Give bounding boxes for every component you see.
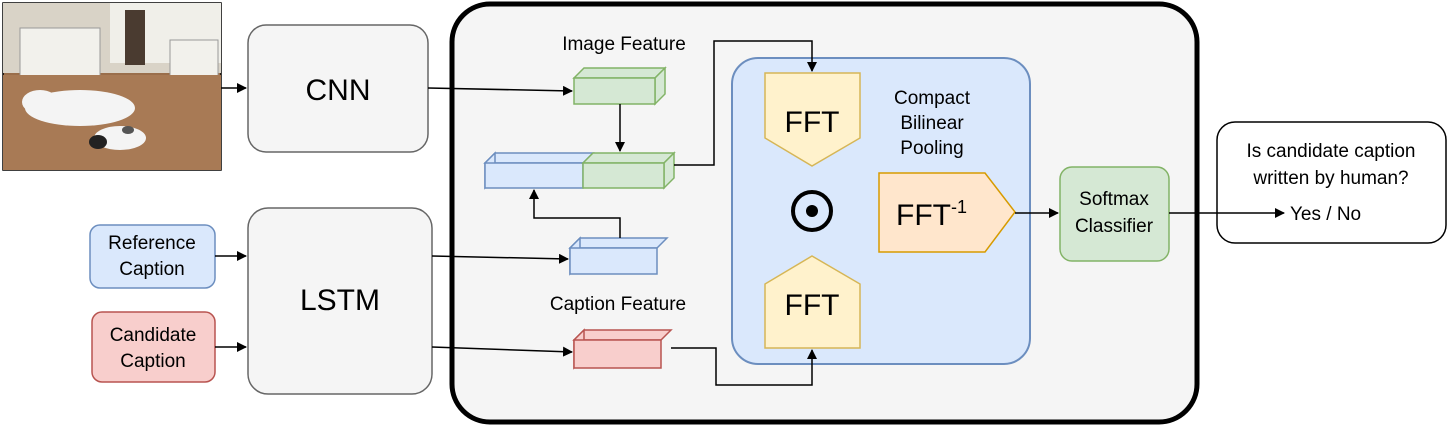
concat-green-vector [581,151,676,190]
reference-caption-line2: Caption [119,259,185,280]
output-question-box: Is candidate caption written by human? Y… [1216,121,1447,244]
arrow-caption-to-fft-bottom [671,347,817,386]
question-line1: Is candidate caption [1246,141,1415,162]
candidate-caption-line1: Candidate [110,325,197,346]
caption-feature-vector [572,328,673,370]
candidate-caption-line2: Caption [120,351,186,372]
cnn-label: CNN [306,74,371,107]
elementwise-product-icon [791,190,833,232]
concat-blue-vector [483,151,595,190]
image-feature-label: Image Feature [562,34,686,55]
lstm-label: LSTM [300,284,380,317]
fft-bottom-label: FFT [785,289,840,322]
lstm-block: LSTM [247,207,433,395]
cbp-label-line1: Compact [894,88,971,109]
reference-caption-line1: Reference [108,233,196,254]
question-line2: written by human? [1252,168,1408,189]
arrow-lstm-to-caption-feature [431,346,573,357]
softmax-classifier-block: Softmax Classifier [1059,166,1170,262]
answer-label: Yes / No [1290,204,1361,225]
arrow-cnn-to-image-feature [427,85,573,96]
fft-inverse-label: FFT-1 [896,197,967,232]
caption-feature-label: Caption Feature [550,294,686,315]
reference-caption-box: Reference Caption [89,224,216,289]
fft-top-block: FFT [764,72,861,167]
input-photo [2,2,222,171]
softmax-label-line1: Softmax [1079,189,1149,210]
arrow-concat-to-fft-top [674,40,817,166]
image-feature-vector [572,66,667,106]
cbp-label-line2: Bilinear [900,113,964,134]
cnn-block: CNN [247,24,429,153]
candidate-caption-box: Candidate Caption [91,311,216,383]
cbp-label-line3: Pooling [900,138,963,159]
fft-top-label: FFT [785,106,840,139]
connections [215,40,1285,386]
reference-feature-vector [568,236,669,276]
fft-inverse-block: FFT-1 [878,172,1016,253]
arrow-lstm-to-reference-feature [431,253,569,264]
fft-bottom-block: FFT [764,255,861,349]
arrow-reference-to-concat [529,189,621,238]
softmax-label-line2: Classifier [1075,216,1154,237]
